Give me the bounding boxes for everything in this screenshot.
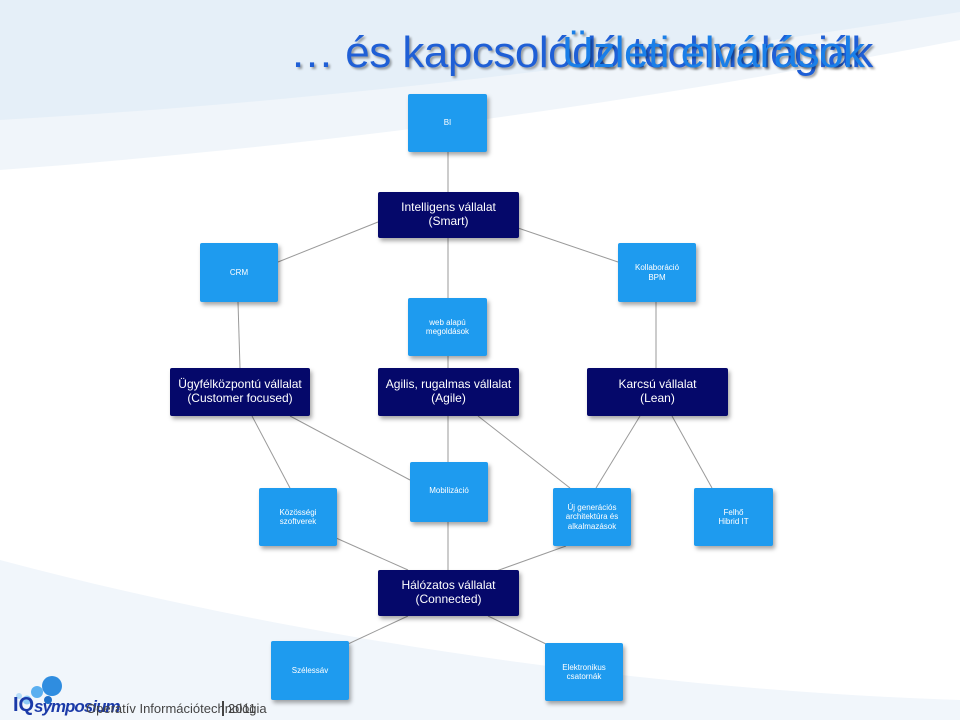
slide-title-business-expectations: Üzleti elvárások (562, 28, 865, 77)
node-customer-focused: Ügyfélközpontú vállalat (Customer focuse… (170, 368, 310, 416)
node-broadband: Szélessáv (271, 641, 349, 700)
logo-brand-iq: IQ (13, 694, 35, 716)
logo-subtitle: Operatív Információtechnológia (86, 701, 267, 716)
node-social-software: Közösségi szoftverek (259, 488, 337, 546)
node-agile-enterprise: Agilis, rugalmas vállalat (Agile) (378, 368, 519, 416)
node-cloud-hybrid-it: Felhő Hibrid IT (694, 488, 773, 546)
node-electronic-channels: Elektronikus csatornák (545, 643, 623, 701)
slide-title-technologies: … és kapcsolódó technológiák (290, 28, 873, 77)
node-connected-enterprise: Hálózatos vállalat (Connected) (378, 570, 519, 616)
node-mobilizacio: Mobilizáció (410, 462, 488, 522)
iqsymposium-logo-icon (16, 676, 62, 705)
node-bi: BI (408, 94, 487, 152)
node-web-solutions: web alapú megoldások (408, 298, 487, 356)
node-intelligent-enterprise: Intelligens vállalat (Smart) (378, 192, 519, 238)
node-kollaboracio-bpm: Kollaboráció BPM (618, 243, 696, 302)
logo-year: 2011 (222, 701, 256, 716)
node-new-gen-architecture: Új generációs architektúra és alkalmazás… (553, 488, 631, 546)
node-crm: CRM (200, 243, 278, 302)
logo-brand-symposium: symposium (34, 697, 120, 716)
node-lean-enterprise: Karcsú vállalat (Lean) (587, 368, 728, 416)
